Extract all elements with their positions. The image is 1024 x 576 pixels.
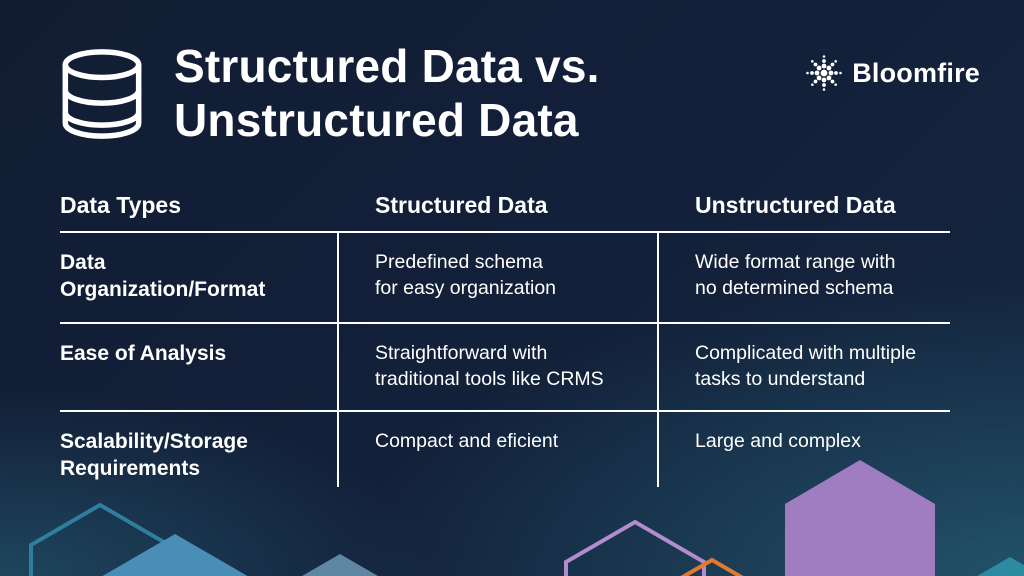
column-header-structured: Structured Data: [375, 192, 548, 218]
bloomfire-brand-name: Bloomfire: [852, 57, 980, 88]
orange-outline-hexagon: [680, 557, 744, 576]
bloomfire-logo: Bloomfire: [805, 54, 980, 92]
unstructured-cell: Large and complex: [695, 429, 861, 452]
row-label: Ease of Analysis: [60, 341, 227, 365]
database-icon: [58, 46, 146, 142]
structured-cell: Predefined schema for easy organization: [375, 251, 557, 300]
column-divider-2: [657, 233, 659, 487]
row-label: Scalability/Storage Requirements: [60, 429, 248, 481]
teal-filled-hexagon: [977, 557, 1024, 576]
unstructured-cell: Wide format range with no determined sch…: [695, 251, 896, 300]
blue-filled-hexagon: [102, 534, 248, 576]
unstructured-cell: Complicated with multiple tasks to under…: [695, 341, 917, 390]
purple-outline-hexagon: [564, 519, 706, 576]
table-header-row: Data Types Structured Data Unstructured …: [60, 192, 950, 234]
structured-cell: Straightforward with traditional tools l…: [375, 341, 604, 390]
comparison-table: Data Types Structured Data Unstructured …: [60, 192, 950, 501]
column-header-unstructured: Unstructured Data: [695, 192, 896, 218]
bloomfire-burst-icon: [805, 54, 843, 92]
structured-cell: Compact and eficient: [375, 429, 559, 452]
column-header-data-types: Data Types: [60, 192, 182, 218]
table-row-analysis: Ease of Analysis Straightforward with tr…: [60, 324, 950, 412]
header: Structured Data vs. Unstructured Data Bl…: [58, 40, 980, 148]
page-title: Structured Data vs. Unstructured Data: [174, 40, 600, 146]
row-label: Data Organization/Format: [60, 251, 266, 302]
column-divider-1: [337, 233, 339, 487]
purple-filled-hexagon: [785, 460, 935, 576]
table-row-organization: Data Organization/Format Predefined sche…: [60, 233, 950, 324]
slate-blue-filled-hexagon: [302, 554, 378, 576]
table-row-scalability: Scalability/Storage Requirements Compact…: [60, 412, 950, 501]
